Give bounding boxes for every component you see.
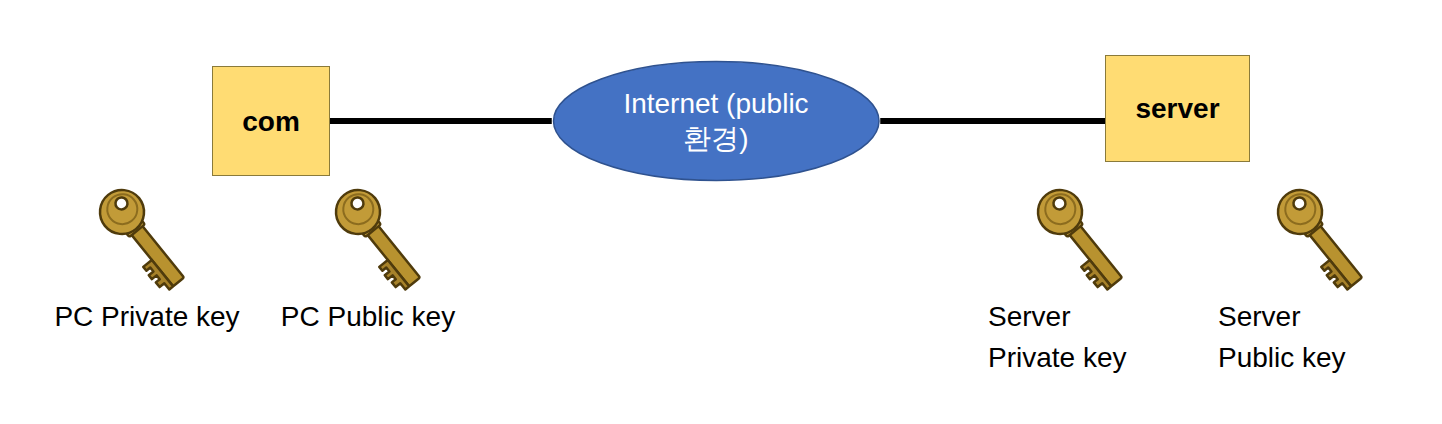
key-label: Server Private key — [988, 296, 1138, 378]
node-label: server — [1135, 91, 1219, 126]
key-icon — [1269, 181, 1374, 296]
node-label: Internet (public환경) — [611, 86, 821, 156]
key-label: PC Private key — [54, 296, 239, 337]
ellipse-outline — [552, 60, 881, 182]
node-label: com — [242, 104, 300, 139]
key-icon — [1029, 181, 1134, 296]
key-icon — [91, 181, 196, 296]
key-icon — [327, 181, 432, 296]
server-box: server — [1105, 55, 1250, 162]
key-label: PC Public key — [281, 296, 455, 337]
key-label: Server Public key — [1218, 296, 1368, 378]
network-link — [880, 118, 1105, 124]
network-link — [330, 118, 552, 124]
internet-ellipse: Internet (public환경) — [552, 60, 881, 182]
computer-box: com — [212, 66, 330, 176]
